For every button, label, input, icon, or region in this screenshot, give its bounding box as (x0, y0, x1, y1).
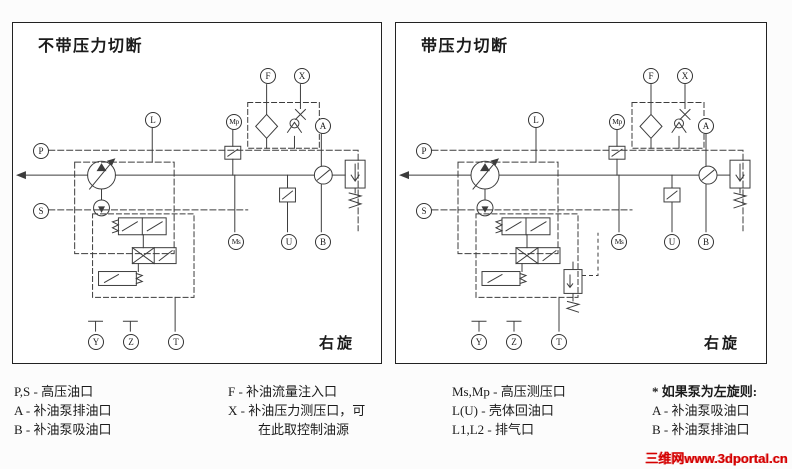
port-B: B (315, 234, 331, 250)
legend-line: B - 补油泵吸油口 (14, 422, 112, 437)
port-S: S (416, 203, 432, 219)
legend-col-charge: F - 补油流量注入口 X - 补油压力测压口，可 在此取控制油源 (228, 382, 365, 439)
rotation-label: 右旋 (703, 336, 740, 352)
legend-line: L1,L2 - 排气口 (452, 422, 534, 437)
port-T: T (168, 334, 184, 350)
rotation-label: 右旋 (318, 336, 355, 352)
legend-line: P,S - 高压油口 (14, 384, 94, 399)
port-Mp: Mp (226, 114, 242, 130)
port-S: S (33, 203, 49, 219)
port-U: U (281, 234, 297, 250)
port-Z: Z (123, 334, 139, 350)
port-P: P (33, 143, 49, 159)
legend-col-left-rotation-note: * 如果泵为左旋则: A - 补油泵吸油口 B - 补油泵排油口 (652, 382, 757, 439)
panel-without-pressure-cutoff: 不带压力切断 F X L Mp A P S Ms U B Y Z T 右旋 (12, 22, 382, 364)
hydraulic-schematic (398, 84, 751, 332)
port-A: A (315, 118, 331, 134)
port-Y: Y (88, 334, 104, 350)
port-X: X (677, 68, 693, 84)
legend: P,S - 高压油口 A - 补油泵排油口 B - 补油泵吸油口 F - 补油流… (0, 382, 792, 444)
watermark: 三维网www.3dportal.cn (645, 451, 788, 466)
port-B: B (698, 234, 714, 250)
port-F: F (643, 68, 659, 84)
panel-title: 带压力切断 (421, 38, 509, 55)
port-P: P (416, 143, 432, 159)
port-Z: Z (506, 334, 522, 350)
port-T: T (551, 334, 567, 350)
port-Ms: Ms (228, 234, 244, 250)
panel-title: 不带压力切断 (38, 38, 144, 55)
panel-with-pressure-cutoff: 带压力切断 F X L Mp A P S Ms U B Y Z T 右旋 (395, 22, 767, 364)
legend-line: B - 补油泵排油口 (652, 422, 750, 437)
hydraulic-schematic (15, 84, 366, 332)
legend-line: Ms,Mp - 高压测压口 (452, 384, 566, 399)
port-L: L (145, 112, 161, 128)
port-Ms: Ms (611, 234, 627, 250)
legend-line: F - 补油流量注入口 (228, 384, 338, 399)
legend-line: 在此取控制油源 (258, 422, 350, 437)
port-Mp: Mp (609, 114, 625, 130)
legend-line: L(U) - 壳体回油口 (452, 403, 554, 418)
port-A: A (698, 118, 714, 134)
legend-line: A - 补油泵吸油口 (652, 403, 750, 418)
legend-line: X - 补油压力测压口，可 (228, 403, 366, 418)
port-U: U (664, 234, 680, 250)
legend-line: A - 补油泵排油口 (14, 403, 112, 418)
legend-line: * 如果泵为左旋则: (652, 384, 758, 399)
legend-col-gauge: Ms,Mp - 高压测压口 L(U) - 壳体回油口 L1,L2 - 排气口 (452, 382, 566, 439)
port-Y: Y (471, 334, 487, 350)
port-F: F (260, 68, 276, 84)
port-L: L (528, 112, 544, 128)
port-X: X (294, 68, 310, 84)
legend-col-high-pressure: P,S - 高压油口 A - 补油泵排油口 B - 补油泵吸油口 (14, 382, 112, 439)
